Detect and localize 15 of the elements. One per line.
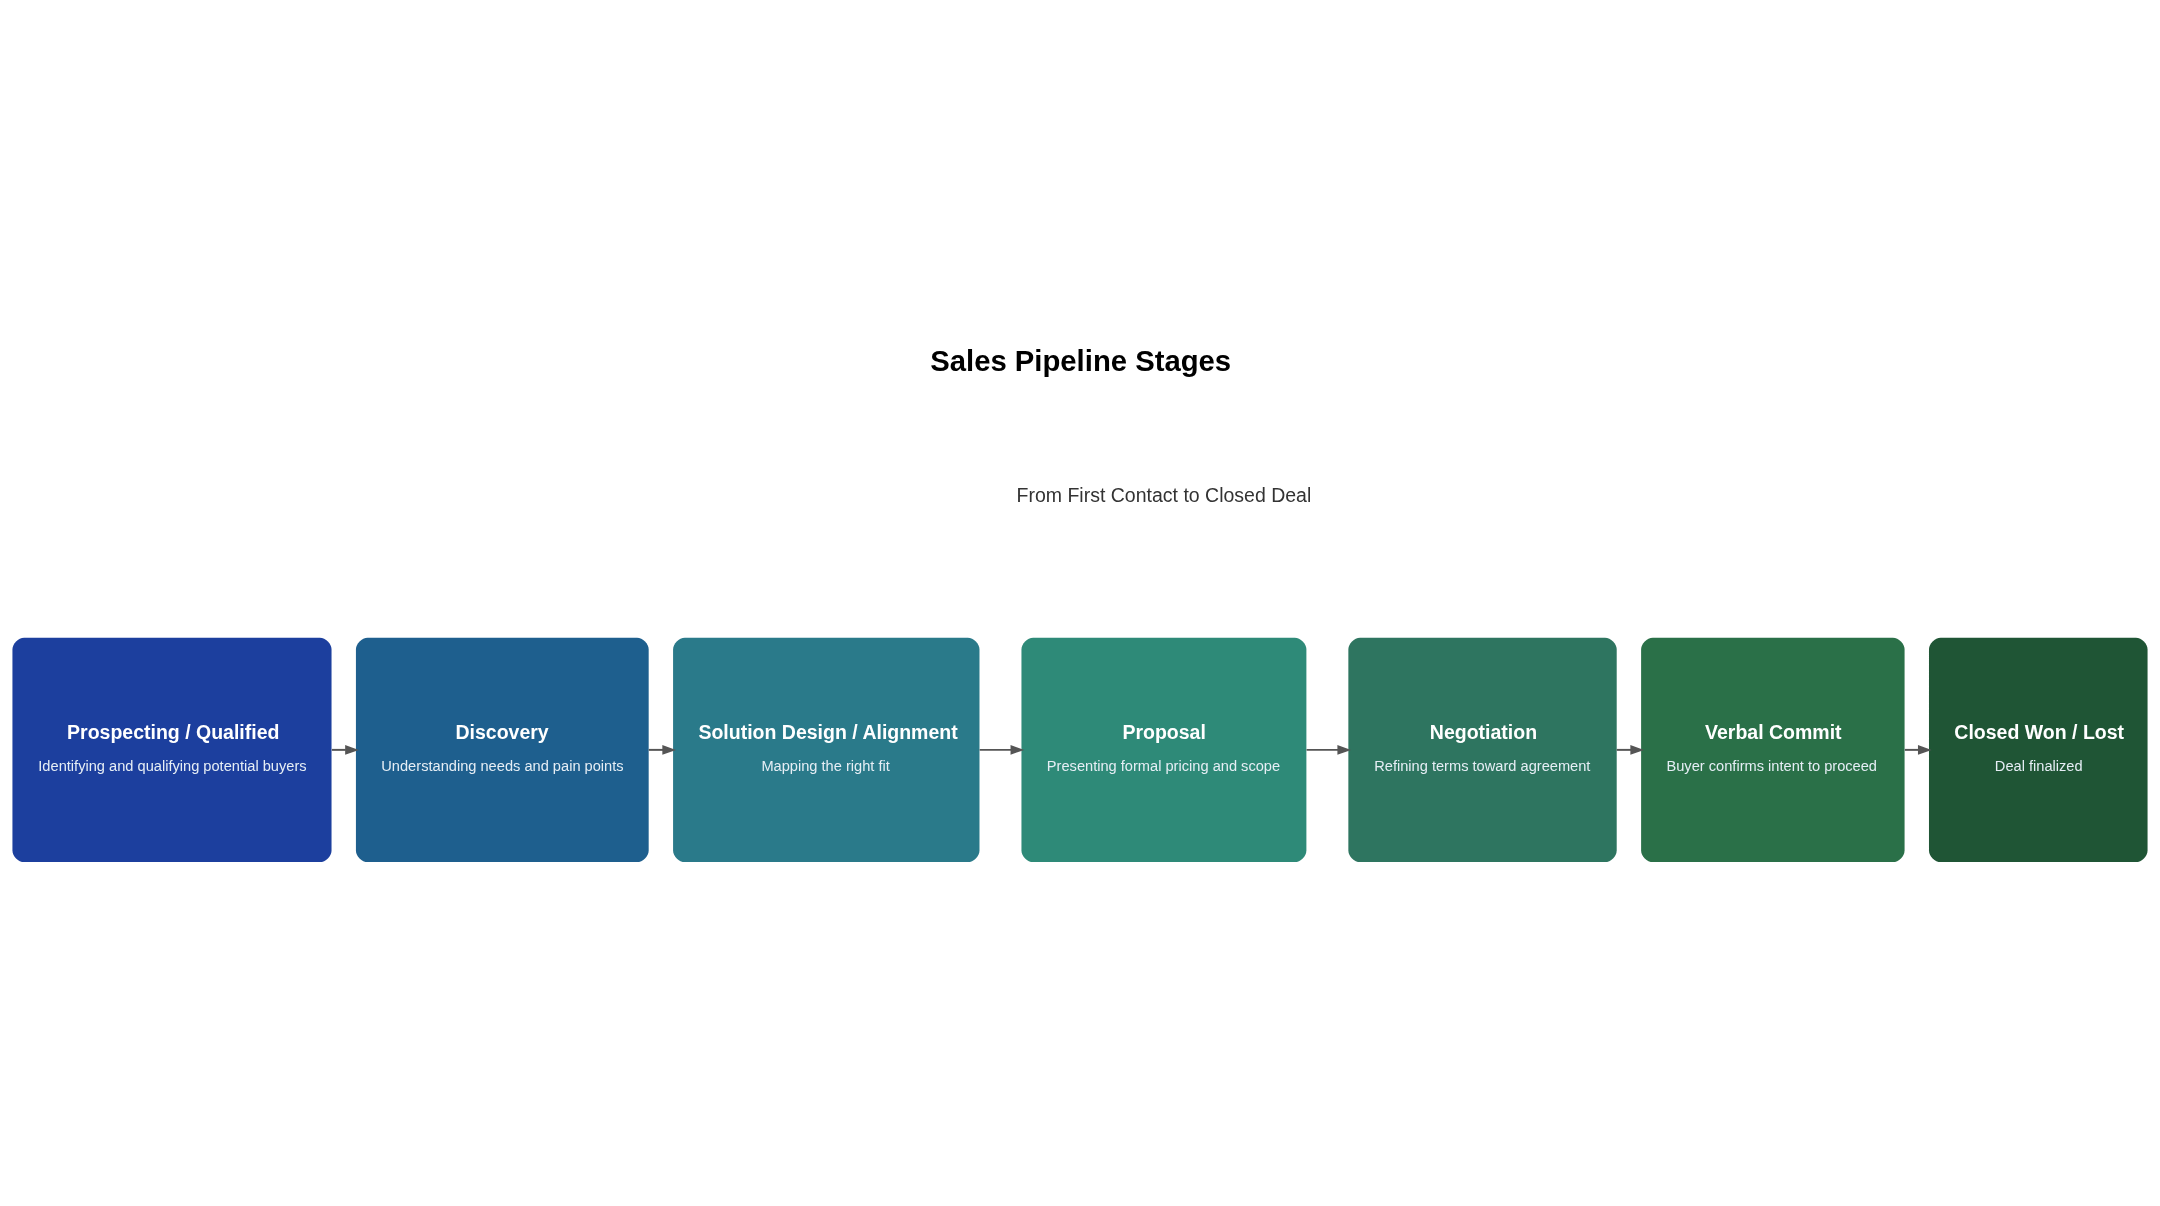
node-box: Discovery Understanding needs and pain points (355, 637, 649, 862)
arrow (1615, 744, 1645, 755)
node-box: Closed Won / Lost Deal finalized (1929, 637, 2148, 862)
node-box: Negotiation Refining terms toward agreement (1348, 637, 1617, 862)
arrow (1305, 744, 1352, 755)
arrow (330, 744, 359, 755)
label: From First Contact to Closed Deal (1016, 483, 1312, 506)
node-box: Solution Design / Alignment Mapping the right fit (673, 637, 980, 862)
node-box: Prospecting / Qualified Identifying and qualifying potential buyers (12, 637, 332, 862)
node-box: Proposal Presenting formal pricing and scope (1021, 637, 1307, 862)
arrow (647, 744, 677, 755)
arrow (978, 744, 1025, 755)
node-box: Verbal Commit Buyer confirms intent to proceed (1641, 637, 1905, 862)
arrow (1903, 744, 1932, 755)
diagram-title: Sales Pipeline Stages (930, 344, 1232, 377)
